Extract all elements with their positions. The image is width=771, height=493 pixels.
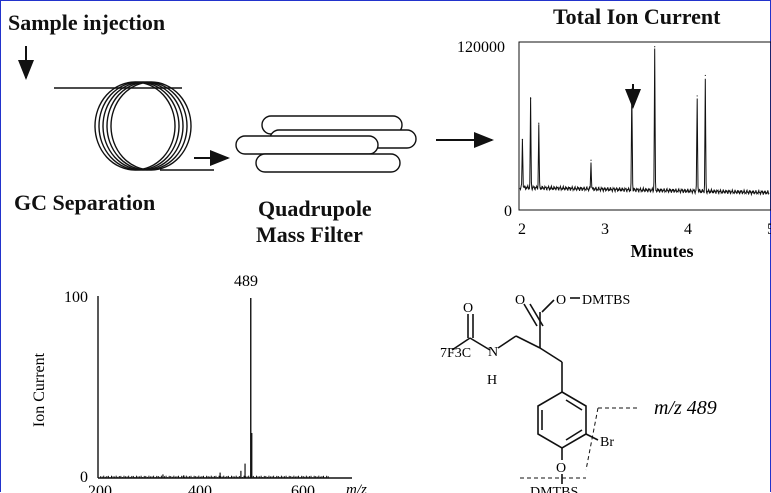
dmtbs-label: DMTBS: [582, 293, 630, 308]
cf3-group-label: 7F3C: [440, 346, 471, 361]
atom-label: O: [463, 301, 473, 316]
tic-peak: [538, 122, 540, 124]
mass-filter-label: Mass Filter: [256, 222, 363, 247]
sample-injection-label: Sample injection: [8, 10, 166, 35]
tic-peak: [521, 139, 524, 141]
atom-label: O: [515, 293, 525, 308]
tic-peak: [696, 95, 698, 97]
tic-xtick-label: 5: [767, 221, 771, 238]
quadrupole-label: Quadrupole: [258, 196, 372, 221]
ms-xtick-label: 400: [188, 483, 212, 493]
quadrupole-rods-icon: [235, 115, 417, 173]
ms-ytick-label: 0: [80, 469, 88, 486]
tic-peak: [654, 46, 656, 48]
ms-xtick-label: 600: [291, 483, 315, 493]
atom-label: H: [487, 373, 497, 388]
atom-label: N: [488, 345, 498, 360]
ms-peak-label: 489: [234, 273, 258, 290]
tic-peak: [704, 74, 706, 77]
atom-label: O: [556, 461, 566, 476]
tic-ytick-label: 120000: [457, 39, 505, 56]
tic-trace: [519, 48, 770, 197]
tic-xtick-label: 4: [684, 221, 692, 238]
fragment-cut-line: [520, 407, 640, 479]
tic-xaxis-label: Minutes: [631, 241, 694, 261]
tic-peak: [590, 159, 592, 161]
gc-separation-label: GC Separation: [14, 190, 156, 215]
tic-peak: [530, 98, 532, 100]
ms-yaxis-label: Ion Current: [31, 352, 48, 427]
tic-xtick-label: 2: [518, 221, 526, 238]
dmtbs-label: DMTBS: [530, 485, 578, 493]
mass-spectrum-chart: 100 0 200 400 600 m/z Ion Current 489: [31, 273, 367, 493]
tic-ytick-label: 0: [504, 203, 512, 220]
ms-ytick-label: 100: [64, 289, 88, 306]
ms-xtick-label: 200: [88, 483, 112, 493]
ms-xaxis-label: m/z: [346, 482, 367, 493]
tic-xtick-label: 3: [601, 221, 609, 238]
chemical-structure: O 7F3C N H O O DMTBS Br O DMTBS m/z 489: [440, 293, 717, 493]
tic-plot-frame: [518, 41, 771, 211]
tic-chart: 120000 0 2 3 4 5 Minutes: [457, 39, 771, 261]
atom-label: O: [556, 293, 566, 308]
tic-title: Total Ion Current: [553, 4, 721, 29]
atom-label: Br: [600, 435, 614, 450]
fragment-label: m/z 489: [654, 397, 717, 419]
gc-column-icon: [54, 81, 214, 171]
